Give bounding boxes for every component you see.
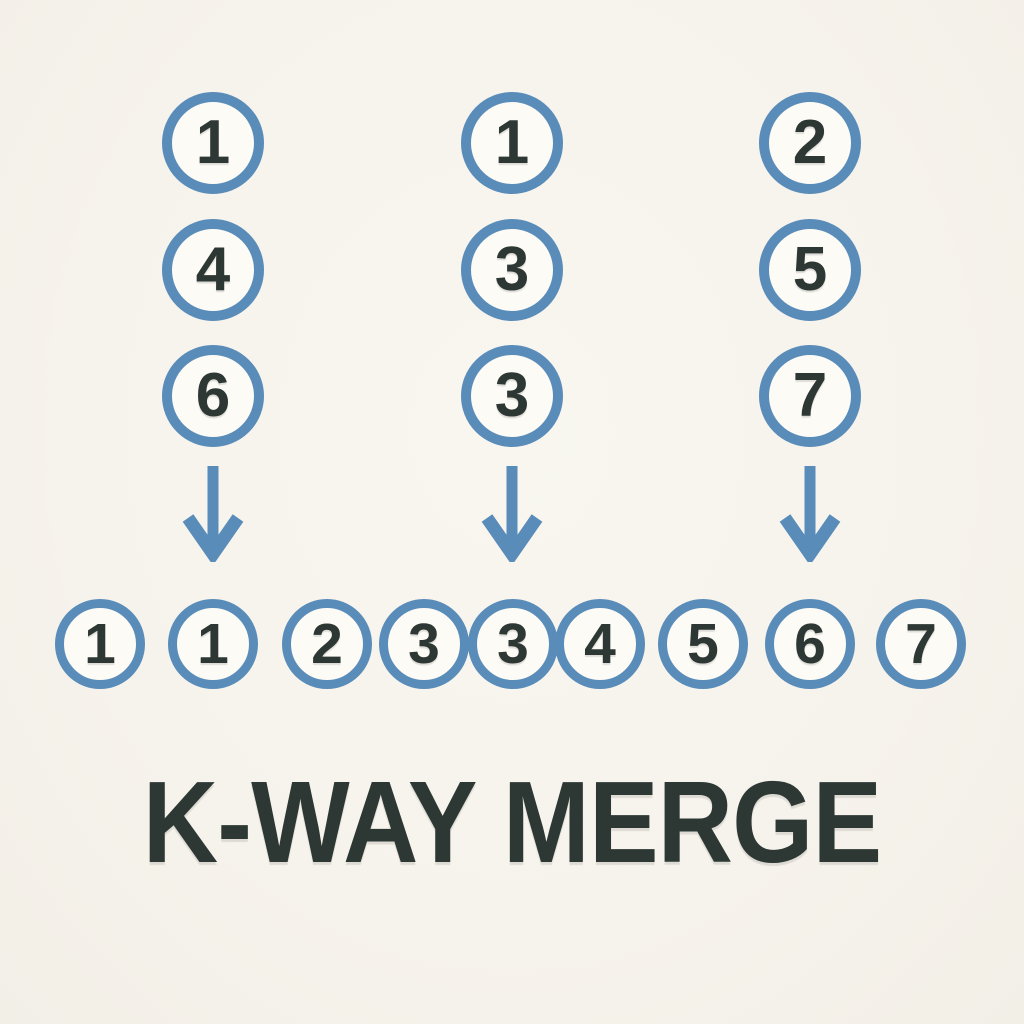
node-value: 4 <box>195 235 231 304</box>
page-title: K-WAY MERGE <box>142 757 882 887</box>
node-value: 1 <box>84 611 116 676</box>
down-arrow-icon <box>481 466 543 562</box>
node-value: 6 <box>794 611 826 676</box>
merged-node: 6 <box>765 599 855 689</box>
node-value: 7 <box>792 361 828 430</box>
list-node: 7 <box>759 345 861 447</box>
list-node: 3 <box>461 345 563 447</box>
node-value: 1 <box>195 108 231 177</box>
node-value: 5 <box>687 611 719 676</box>
list-node: 6 <box>162 345 264 447</box>
node-value: 7 <box>905 611 937 676</box>
merged-node: 3 <box>379 599 469 689</box>
node-value: 1 <box>494 108 530 177</box>
merged-node: 7 <box>876 599 966 689</box>
merged-node: 3 <box>468 599 558 689</box>
merged-node: 1 <box>55 599 145 689</box>
node-value: 3 <box>494 235 530 304</box>
node-value: 6 <box>195 361 231 430</box>
list-node: 3 <box>461 219 563 321</box>
node-value: 3 <box>408 611 440 676</box>
list-node: 5 <box>759 219 861 321</box>
list-node: 4 <box>162 219 264 321</box>
node-value: 3 <box>494 361 530 430</box>
node-value: 4 <box>584 611 616 676</box>
node-value: 3 <box>497 611 529 676</box>
list-node: 2 <box>759 92 861 194</box>
node-value: 2 <box>311 611 343 676</box>
node-value: 1 <box>197 611 229 676</box>
list-node: 1 <box>162 92 264 194</box>
down-arrow-icon <box>779 466 841 562</box>
merged-node: 4 <box>555 599 645 689</box>
merged-node: 1 <box>168 599 258 689</box>
node-value: 2 <box>792 108 828 177</box>
merged-node: 5 <box>658 599 748 689</box>
list-node: 1 <box>461 92 563 194</box>
node-value: 5 <box>792 235 828 304</box>
down-arrow-icon <box>182 466 244 562</box>
merged-node: 2 <box>282 599 372 689</box>
